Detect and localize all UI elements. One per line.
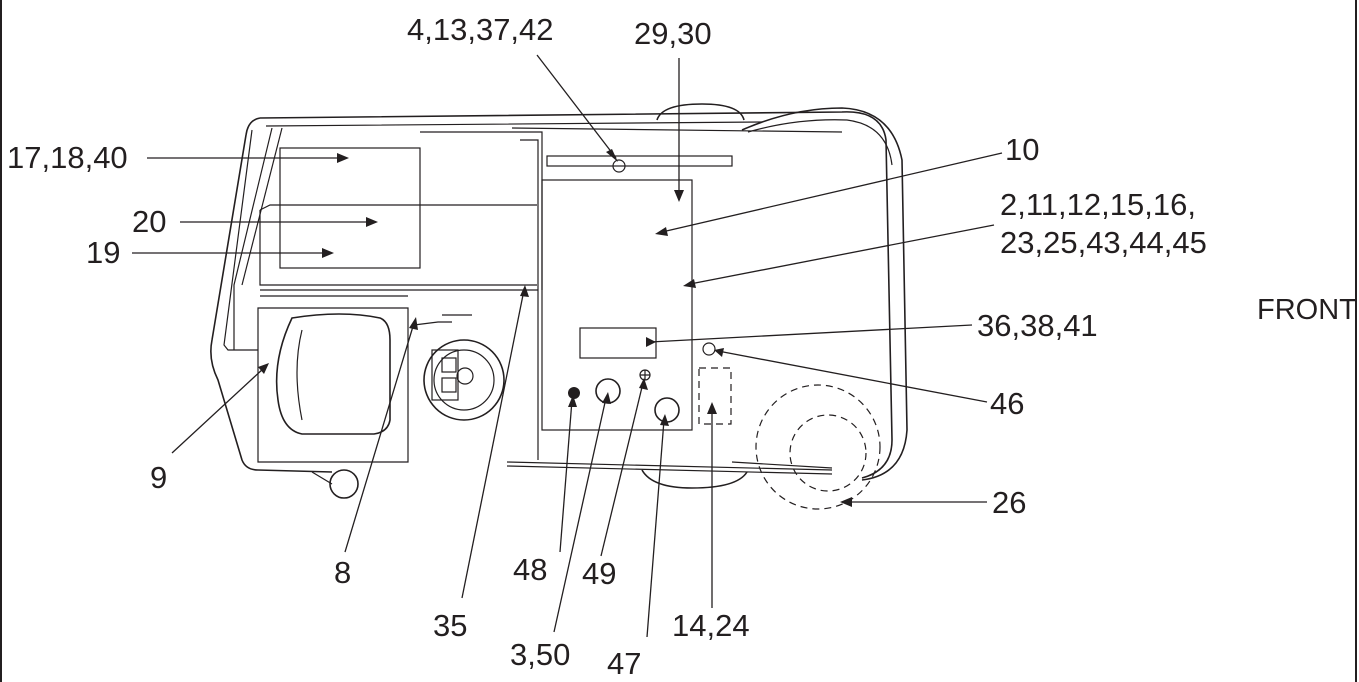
callout-9: 9 [150,460,167,495]
callout-3-50: 3,50 [510,637,570,672]
callout-46: 46 [990,386,1024,421]
callout-48: 48 [513,552,547,587]
interior-panels [257,131,733,463]
callout-8: 8 [334,555,351,590]
front-wheel-dashed [755,384,881,510]
callout-labels: 4,13,37,42 29,30 17,18,40 10 2,11,12,15,… [7,12,1357,681]
callout-17-18-40: 17,18,40 [7,140,128,175]
callout-23-25-43-44-45: 23,25,43,44,45 [1000,225,1207,260]
callout-2-11-12-15-16: 2,11,12,15,16, [1000,187,1196,222]
leader-lines [132,54,1003,638]
callout-4-13-37-42: 4,13,37,42 [407,12,554,47]
callout-49: 49 [582,556,616,591]
machine-body [210,103,908,499]
callout-26: 26 [992,485,1026,520]
callout-36-38-41: 36,38,41 [977,308,1098,343]
callout-29-30: 29,30 [634,16,712,51]
front-label: FRONT [1257,294,1357,326]
callout-19: 19 [86,235,120,270]
callout-10: 10 [1005,132,1039,167]
arrowheads [258,149,852,507]
callout-14-24: 14,24 [672,608,750,643]
callout-35: 35 [433,608,467,643]
callout-20: 20 [132,204,166,239]
callout-47: 47 [607,646,641,681]
